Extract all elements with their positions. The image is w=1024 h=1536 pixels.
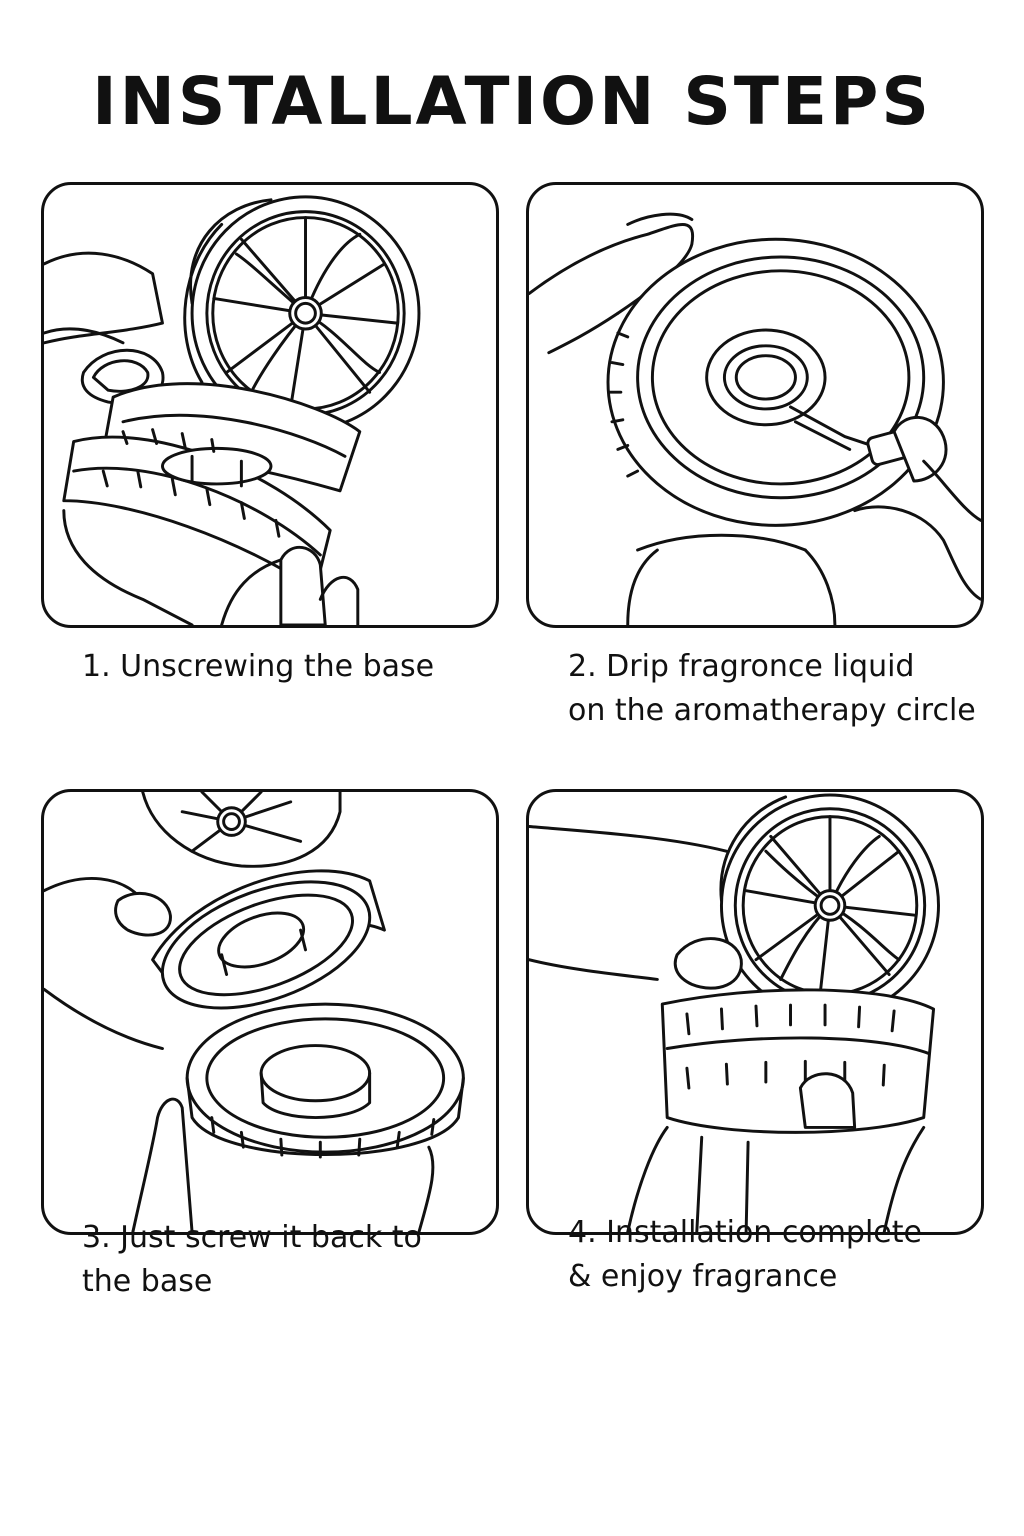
step-4-caption-line-1: 4. Installation complete — [568, 1215, 922, 1250]
step-4-caption: 4. Installation complete & enjoy fragran… — [568, 1211, 922, 1299]
step-4-caption-line-2: & enjoy fragrance — [568, 1259, 838, 1294]
drip-liquid-illustration — [529, 212, 981, 625]
step-1-caption-line-1: 1. Unscrewing the base — [82, 649, 435, 684]
step-2-illustration-panel — [526, 182, 984, 628]
step-2-caption-line-2: on the aromatherapy circle — [568, 693, 976, 728]
step-3-caption: 3. Just screw it back to the base — [82, 1216, 422, 1304]
step-3-caption-line-1: 3. Just screw it back to — [82, 1220, 422, 1255]
step-1-caption: 1. Unscrewing the base — [82, 645, 434, 689]
screw-back-illustration — [44, 792, 465, 1232]
step-3-caption-line-2: the base — [82, 1264, 213, 1299]
step-2-caption-line-1: 2. Drip fragronce liquid — [568, 649, 915, 684]
step-4-illustration-panel — [526, 789, 984, 1235]
unscrew-base-illustration — [44, 195, 421, 625]
step-3-illustration-panel — [41, 789, 499, 1235]
page-title: INSTALLATION STEPS — [92, 63, 932, 140]
step-2-caption: 2. Drip fragronce liquid on the aromathe… — [568, 645, 976, 733]
installation-complete-illustration — [529, 793, 940, 1232]
step-1-illustration-panel — [41, 182, 499, 628]
